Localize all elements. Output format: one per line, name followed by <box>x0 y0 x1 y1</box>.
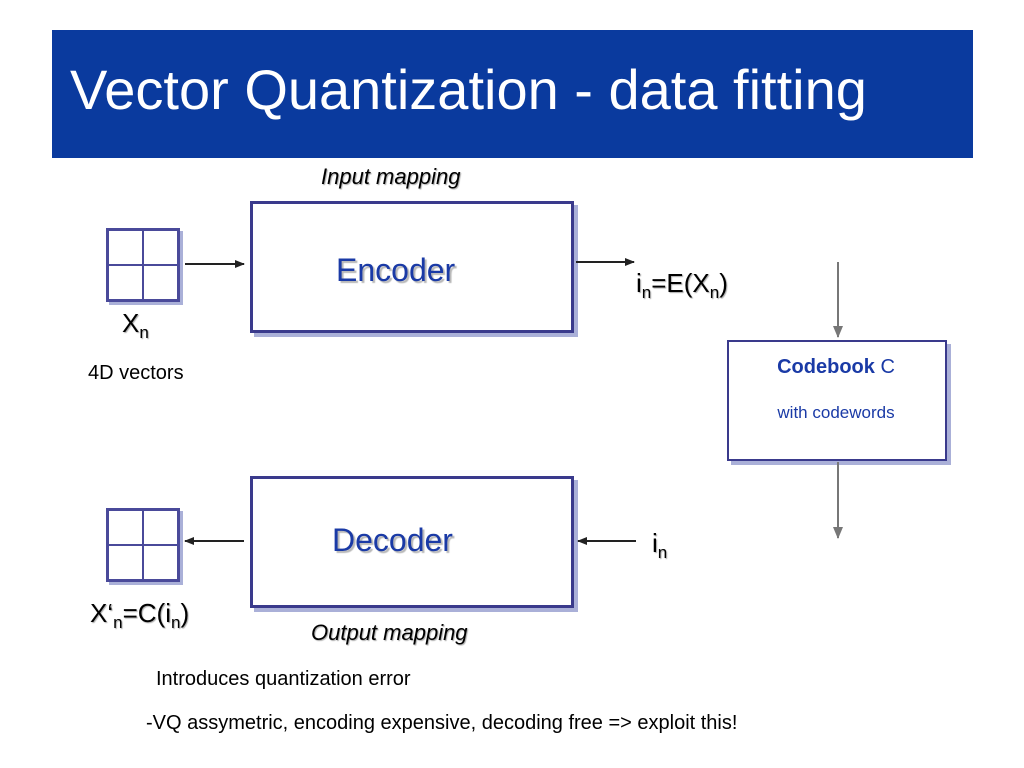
codebook-title: Codebook C <box>777 356 895 378</box>
grid-cell <box>108 545 143 580</box>
vectors-label: 4D vectors <box>88 362 184 384</box>
grid-cell <box>143 510 178 545</box>
grid-cell <box>143 230 178 265</box>
index-label: in <box>652 528 668 563</box>
codebook-box <box>727 340 947 461</box>
encoder-label: Encoder <box>336 252 456 288</box>
slide-title: Vector Quantization - data fitting <box>70 58 867 121</box>
grid-cell <box>143 265 178 300</box>
title-bar <box>52 30 973 158</box>
xn-label: Xn <box>122 308 149 343</box>
grid-cell <box>108 230 143 265</box>
grid-cell <box>108 510 143 545</box>
codebook-subtitle: with codewords <box>777 403 895 422</box>
decoder-box <box>250 476 574 608</box>
grid-cell <box>143 545 178 580</box>
output-mapping-label: Output mapping <box>311 620 468 645</box>
note-quantization-error: Introduces quantization error <box>156 668 411 690</box>
input-vector-grid <box>106 228 180 302</box>
encode-formula: in=E(Xn) <box>636 268 728 303</box>
note-asymmetric: -VQ assymetric, encoding expensive, deco… <box>146 712 738 734</box>
output-vector-grid <box>106 508 180 582</box>
grid-cell <box>108 265 143 300</box>
input-mapping-label: Input mapping <box>321 164 461 189</box>
decode-formula: X‘n=C(in) <box>90 598 190 633</box>
decoder-label: Decoder <box>332 522 453 558</box>
encoder-box <box>250 201 574 333</box>
